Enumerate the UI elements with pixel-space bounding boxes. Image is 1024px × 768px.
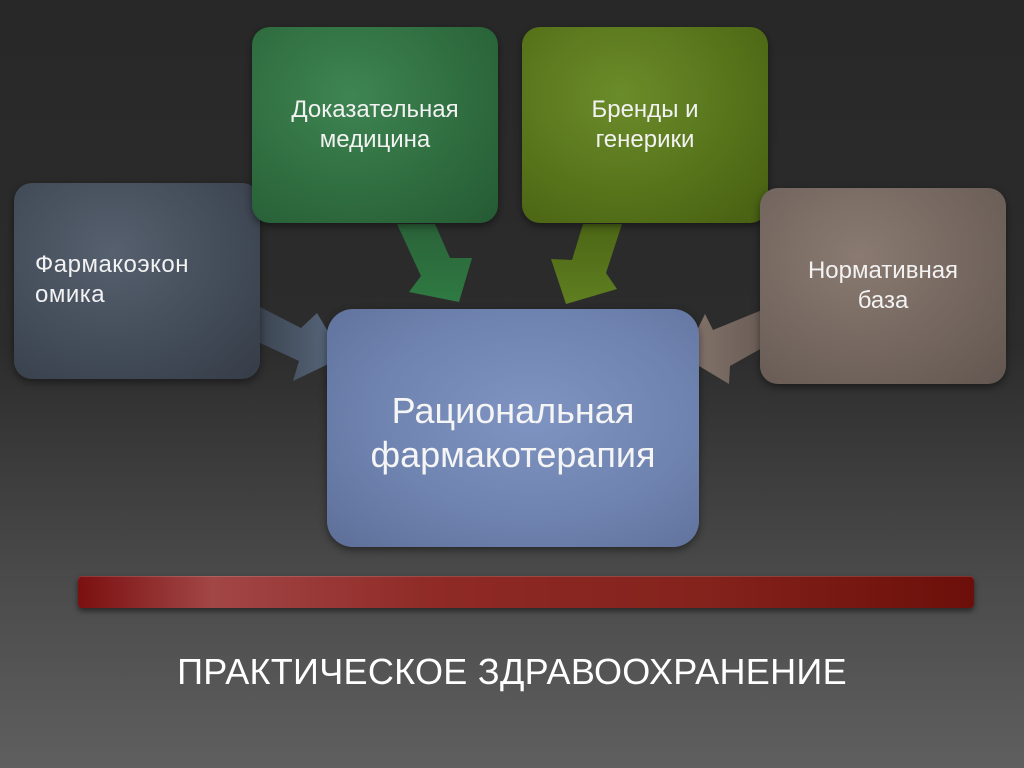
node-pharmacoeconomics-line2: омика — [35, 281, 106, 308]
node-evidence-medicine-line2: медицина — [319, 126, 431, 153]
arrow-brands-generics — [551, 224, 622, 304]
node-regulatory-base-line2: база — [857, 287, 909, 314]
arrow-pharmacoeconomics — [258, 306, 343, 381]
node-regulatory-base-line1: Нормативная — [807, 257, 959, 284]
node-evidence-medicine: Доказательная медицина — [252, 27, 498, 223]
node-rational-pharmacotherapy: Рациональная фармакотерапия — [327, 309, 699, 547]
node-evidence-medicine-line1: Доказательная — [291, 96, 459, 123]
node-center-line1: Рациональная — [391, 390, 635, 431]
footer-caption: ПРАКТИЧЕСКОЕ ЗДРАВООХРАНЕНИЕ — [177, 651, 847, 692]
node-pharmacoeconomics: Фармакоэкон омика — [14, 183, 260, 379]
divider-bar — [78, 576, 974, 608]
node-center-line2: фармакотерапия — [370, 434, 656, 475]
node-regulatory-base: Нормативная база — [760, 188, 1006, 384]
node-brands-generics-line1: Бренды и — [591, 96, 699, 123]
node-brands-generics-line2: генерики — [595, 126, 695, 153]
arrow-regulatory-base — [684, 310, 762, 384]
node-pharmacoeconomics-line1: Фармакоэкон — [35, 251, 190, 278]
node-brands-generics: Бренды и генерики — [522, 27, 768, 223]
arrow-evidence-medicine — [397, 224, 472, 302]
